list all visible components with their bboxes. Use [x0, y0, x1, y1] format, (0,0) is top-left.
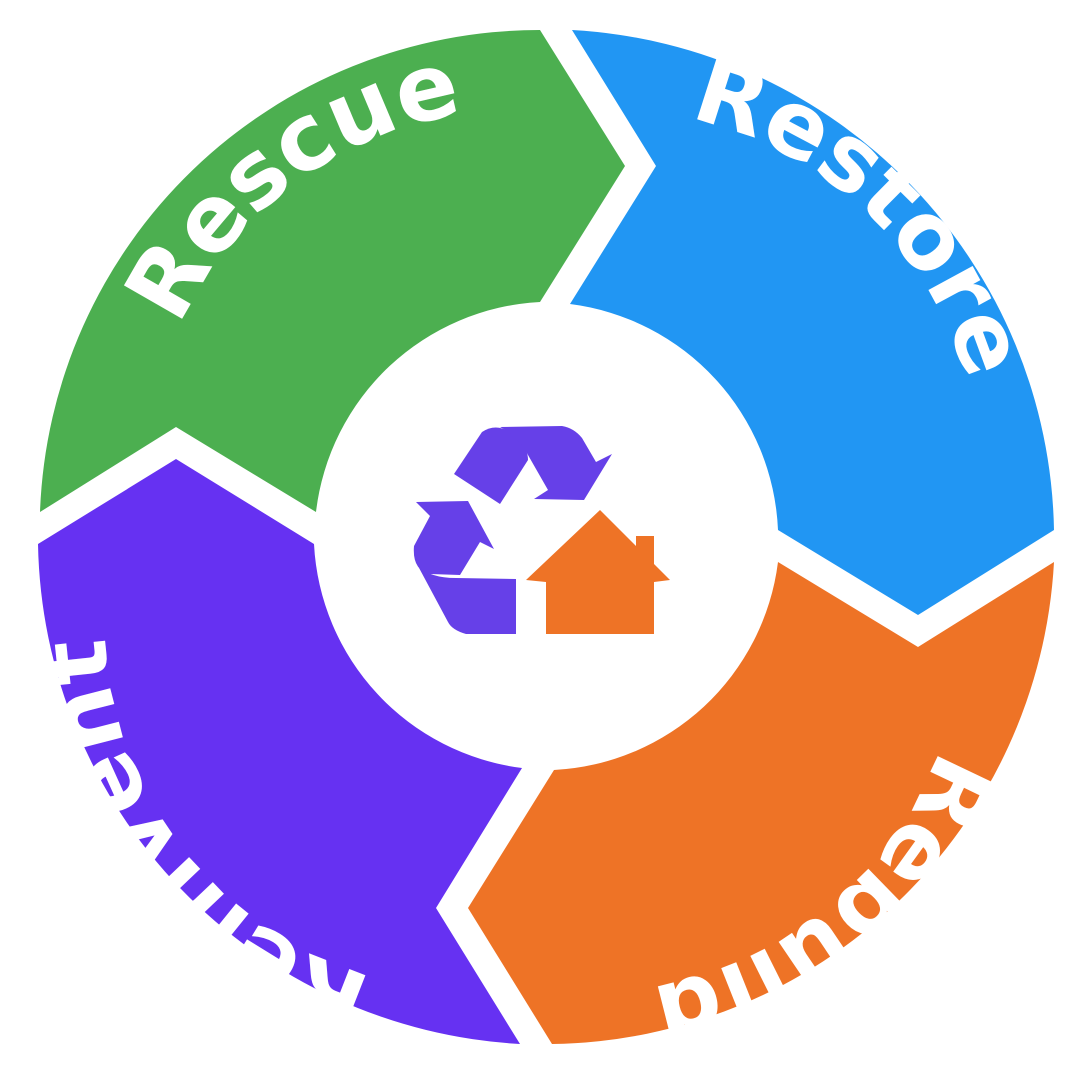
- segment-reinvent: [38, 459, 522, 1044]
- house-icon: [526, 510, 670, 634]
- segment-rescue: [40, 29, 625, 513]
- segment-rebuild: [468, 562, 1054, 1044]
- segment-restore: [570, 30, 1054, 615]
- recycle-arrows-icon: [413, 426, 612, 634]
